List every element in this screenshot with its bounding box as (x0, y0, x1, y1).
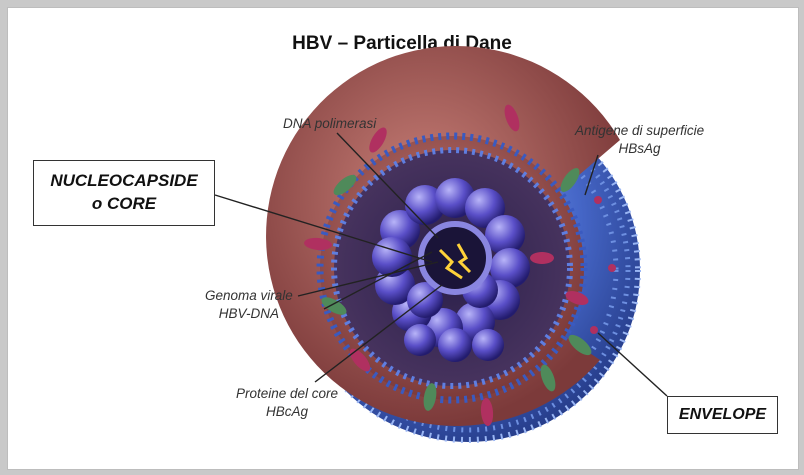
genoma-line-1: Genoma virale (205, 287, 293, 305)
inner-capsid (421, 224, 489, 292)
genoma-label: Genoma virale HBV-DNA (205, 287, 293, 323)
nucleocapside-label: NUCLEOCAPSIDE (34, 169, 214, 192)
dna-polimerasi-label: DNA polimerasi (283, 115, 376, 133)
antigene-line-2: HBsAg (575, 140, 704, 158)
envelope-label: ENVELOPE (679, 406, 766, 423)
proteine-line-1: Proteine del core (236, 385, 338, 403)
core-label: o CORE (34, 192, 214, 215)
proteine-label: Proteine del core HBcAg (236, 385, 338, 421)
proteine-line-2: HBcAg (236, 403, 338, 421)
genoma-line-2: HBV-DNA (205, 305, 293, 323)
envelope-box: ENVELOPE (667, 396, 778, 434)
antigene-label: Antigene di superficie HBsAg (575, 122, 704, 158)
nucleocapside-box: NUCLEOCAPSIDE o CORE (33, 160, 215, 226)
antigene-line-1: Antigene di superficie (575, 122, 704, 140)
